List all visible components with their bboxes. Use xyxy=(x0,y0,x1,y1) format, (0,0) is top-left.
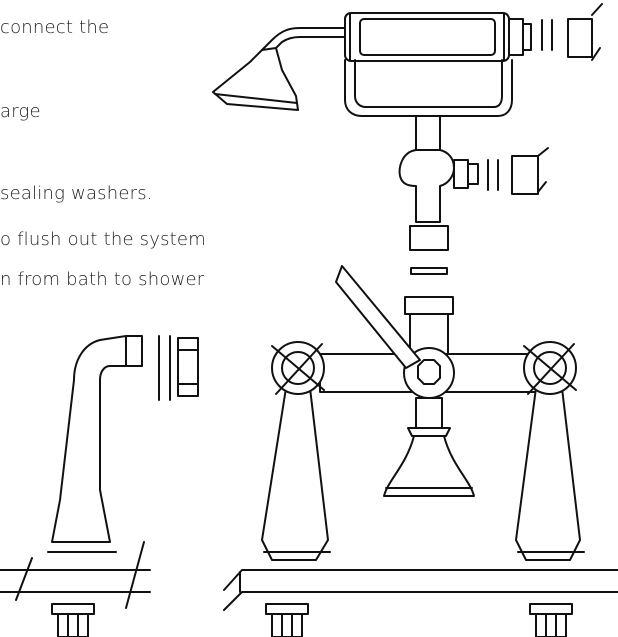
deck-surface-left xyxy=(0,542,150,608)
instruction-line: n from bath to shower xyxy=(0,269,205,290)
deck-surface xyxy=(224,570,618,610)
instruction-line: connect the xyxy=(0,17,110,38)
under-deck-fittings xyxy=(52,604,572,637)
instruction-line: arge xyxy=(0,101,41,122)
mixer-body xyxy=(320,266,540,496)
instruction-line: o flush out the system xyxy=(0,229,206,250)
diverter-body xyxy=(400,116,548,274)
right-tap-pillar xyxy=(516,342,584,560)
instruction-line: sealing washers. xyxy=(0,183,153,204)
shower-handset xyxy=(213,28,345,110)
left-tap-pillar xyxy=(262,342,330,560)
handset-cradle xyxy=(345,4,602,116)
side-spout-pillar xyxy=(48,336,198,552)
